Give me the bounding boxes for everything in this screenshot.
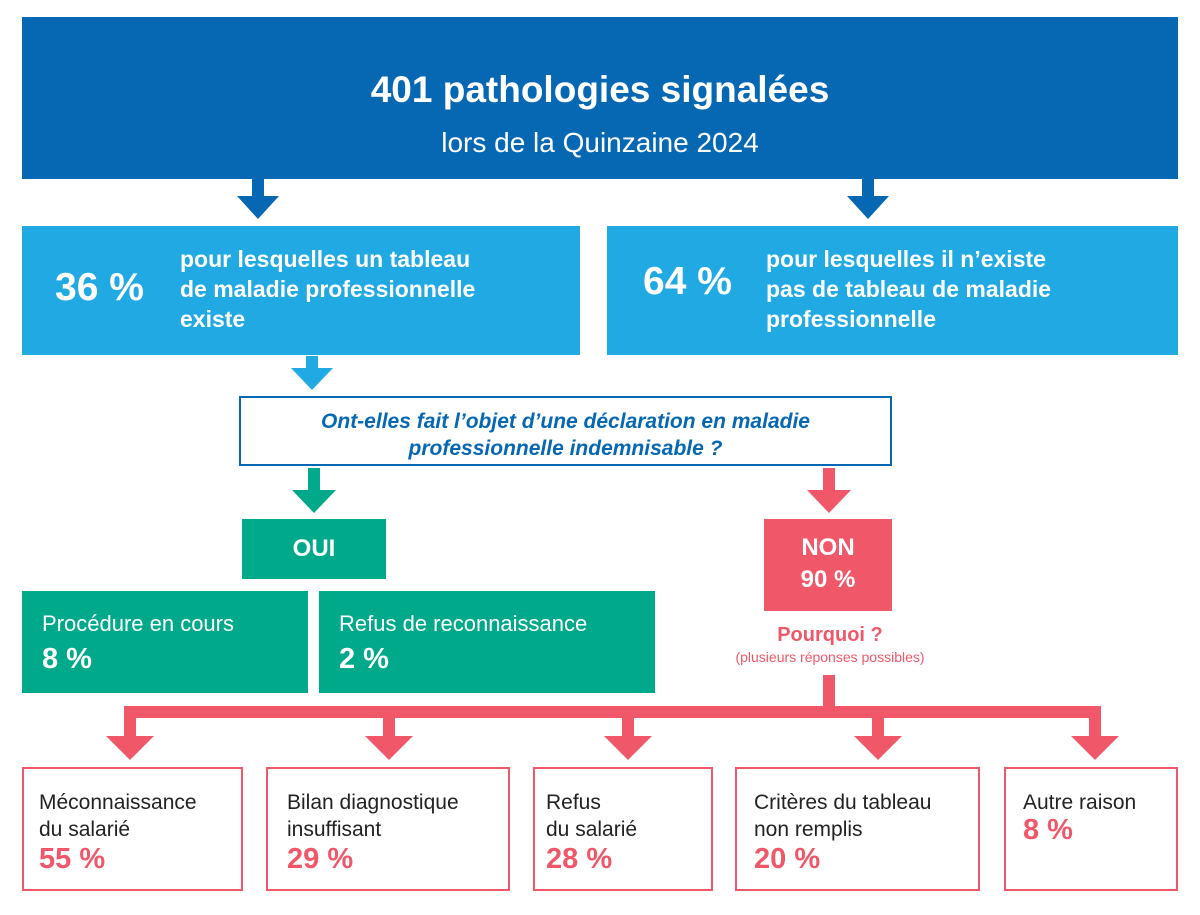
arrow-down-icon xyxy=(847,179,889,219)
table-exists-percent: 36 % xyxy=(55,266,144,309)
no-table-description: pour lesquelles il n’existe pas de table… xyxy=(766,246,1052,332)
table-exists-box: 36 % pour lesquelles un tableau de malad… xyxy=(22,226,580,355)
header-title: 401 pathologies signalées xyxy=(370,69,830,110)
reason-box: Méconnaissance du salarié 55 % xyxy=(22,767,243,891)
branch-connector xyxy=(106,675,1119,760)
arrow-down-icon xyxy=(292,468,336,513)
procedure-en-cours-box: Procédure en cours 8 % xyxy=(22,591,308,693)
refus-reconnaissance-box: Refus de reconnaissance 2 % xyxy=(319,591,655,693)
declaration-question: Ont-elles fait l’objet d’une déclaration… xyxy=(239,396,892,466)
arrow-down-icon xyxy=(291,356,333,390)
oui-label: OUI xyxy=(242,519,386,579)
reason-box: Critères du tableau non remplis 20 % xyxy=(735,767,980,891)
arrow-down-icon xyxy=(237,179,279,219)
table-exists-description: pour lesquelles un tableau de maladie pr… xyxy=(180,246,476,332)
arrow-down-icon xyxy=(807,468,851,513)
summary-header: 401 pathologies signalées lors de la Qui… xyxy=(22,17,1178,179)
why-label: Pourquoi ? (plusieurs réponses possibles… xyxy=(735,624,925,665)
non-percent: 90 % xyxy=(800,566,856,593)
non-label: NON xyxy=(801,534,855,561)
reason-box: Autre raison 8 % xyxy=(1004,767,1178,891)
reason-box: Refus du salarié 28 % xyxy=(533,767,713,891)
reason-box: Bilan diagnostique insuffisant 29 % xyxy=(266,767,510,891)
no-table-percent: 64 % xyxy=(643,260,732,303)
header-subtitle: lors de la Quinzaine 2024 xyxy=(441,127,759,158)
non-box: NON 90 % xyxy=(764,519,892,611)
no-table-box: 64 % pour lesquelles il n’existe pas de … xyxy=(607,226,1178,355)
